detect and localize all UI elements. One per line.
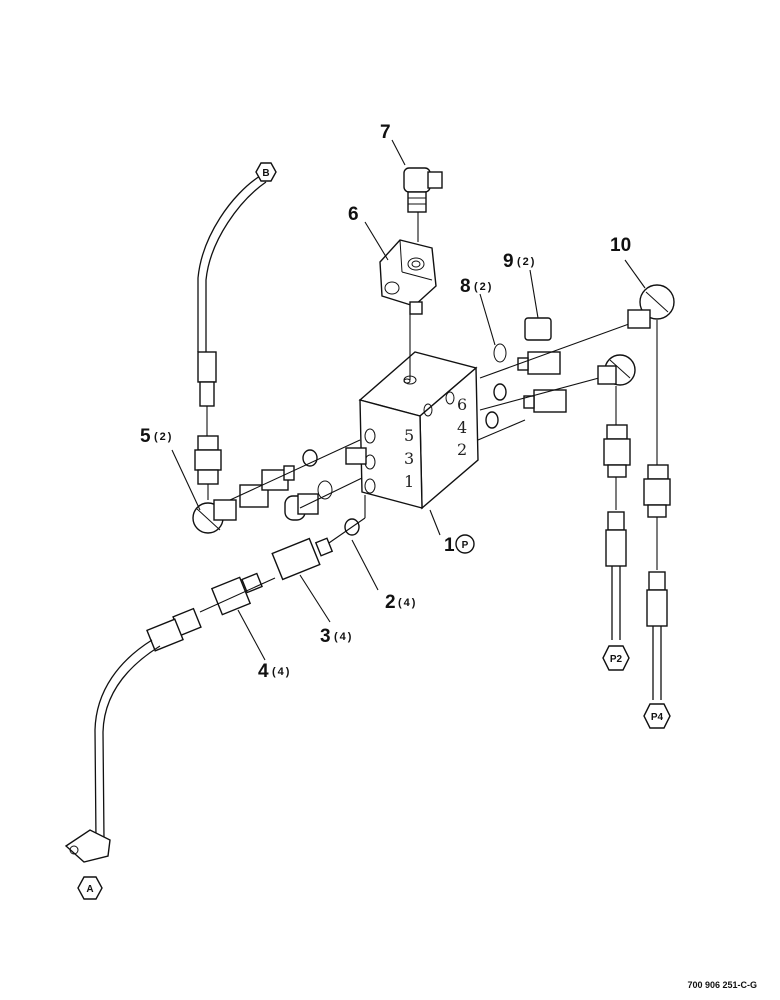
callout-qty: (4) [398,597,417,609]
port-label-4: 4 [457,418,467,437]
connector-tag-a: A [77,876,103,900]
callout-4: 4 (4) [258,661,291,682]
port-label-5: 5 [404,426,414,445]
tube-assembly-p2 [603,386,631,640]
tube-assembly-a [64,607,202,863]
callout-number: 5 [140,426,151,447]
elbow-fitting-5 [192,499,237,534]
connector-label: A [86,884,93,895]
connector-tag-b: B [255,162,277,182]
callout-qty: (2) [154,431,173,443]
elbow-fitting-p2 [597,354,636,386]
callout-number: 4 [258,661,269,682]
callout-7: 7 [380,122,391,143]
callout-10: 10 [610,235,631,256]
valve-block: 5 3 1 6 4 2 [358,351,479,510]
callout-suffix: P [462,540,469,551]
callout-6: 6 [348,204,359,225]
connector-tag-p2: P2 [602,645,630,671]
tube-assembly-p4 [643,320,671,700]
callout-number: 6 [348,204,359,225]
leader-lines [171,139,646,661]
callout-number: 1 [444,535,455,556]
connector-label: B [262,168,269,179]
callout-5: 5 (2) [140,426,173,447]
left-lines [229,439,366,546]
tube-assembly-b [194,175,267,500]
tee-fitting [379,239,437,315]
callout-1: 1 P [444,534,475,556]
elbow-fitting-10 [627,284,675,329]
callout-3: 3 (4) [320,626,353,647]
right-lines [477,319,641,441]
connector-label: P2 [610,654,623,665]
callout-2: 2 (4) [385,592,417,613]
callout-number: 3 [320,626,331,647]
connector-label: P4 [651,712,664,723]
drawing-code: 700 906 251-C-G [687,980,757,990]
callout-number: 8 [460,276,471,297]
left-fittings [239,447,367,536]
callout-qty: (2) [474,281,493,293]
lower-fittings [199,537,334,616]
right-fittings [485,317,567,429]
callout-8: 8 (2) [460,276,493,297]
callout-number: 10 [610,235,631,256]
callout-9: 9 (2) [503,251,536,272]
connector-tag-p4: P4 [643,703,671,729]
port-label-6: 6 [457,395,467,414]
port-label-3: 3 [404,449,414,468]
callout-qty: (2) [517,256,536,268]
callout-number: 7 [380,122,391,143]
elbow-fitting-7 [403,167,443,213]
port-label-1: 1 [404,472,414,491]
callout-number: 2 [385,592,396,613]
callout-qty: (4) [334,631,353,643]
port-label-2: 2 [457,440,467,459]
callout-qty: (4) [272,666,291,678]
callout-number: 9 [503,251,514,272]
